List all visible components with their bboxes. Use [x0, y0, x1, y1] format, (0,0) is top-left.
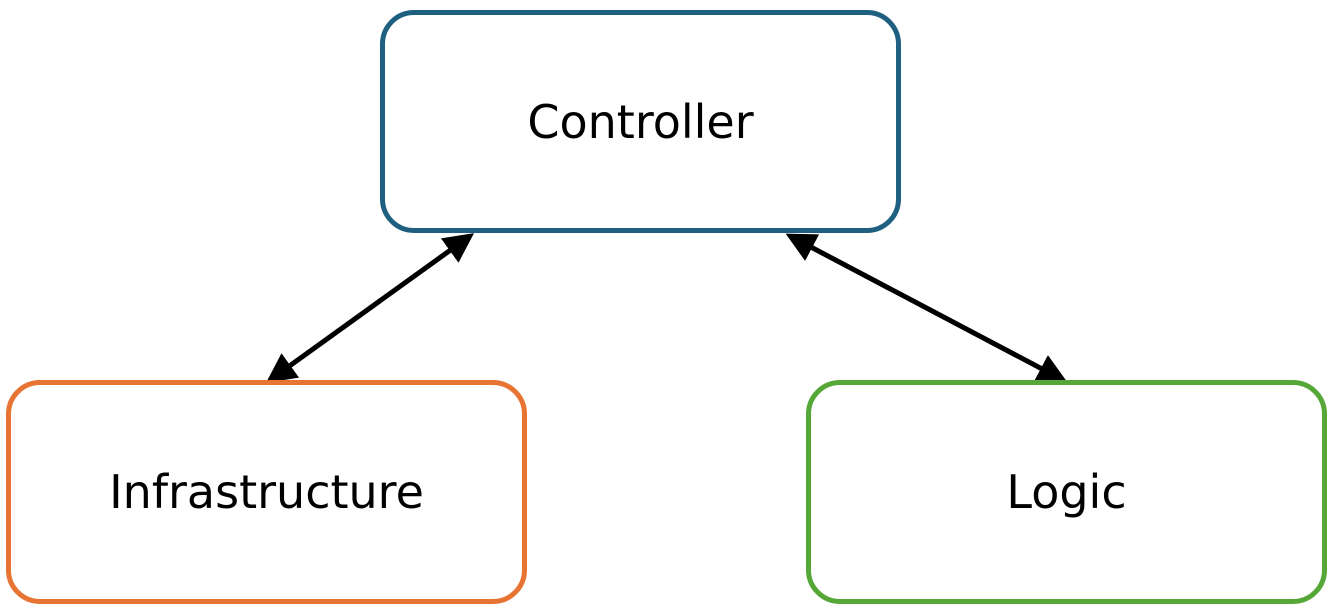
- logic-node: Logic: [806, 380, 1327, 604]
- arrow-controller-logic: [785, 233, 1068, 383]
- controller-label: Controller: [527, 94, 754, 149]
- infrastructure-node: Infrastructure: [6, 380, 527, 604]
- logic-label: Logic: [1006, 465, 1127, 519]
- infrastructure-label: Infrastructure: [109, 465, 424, 519]
- controller-node: Controller: [380, 10, 901, 233]
- arrow-controller-infrastructure: [265, 233, 475, 383]
